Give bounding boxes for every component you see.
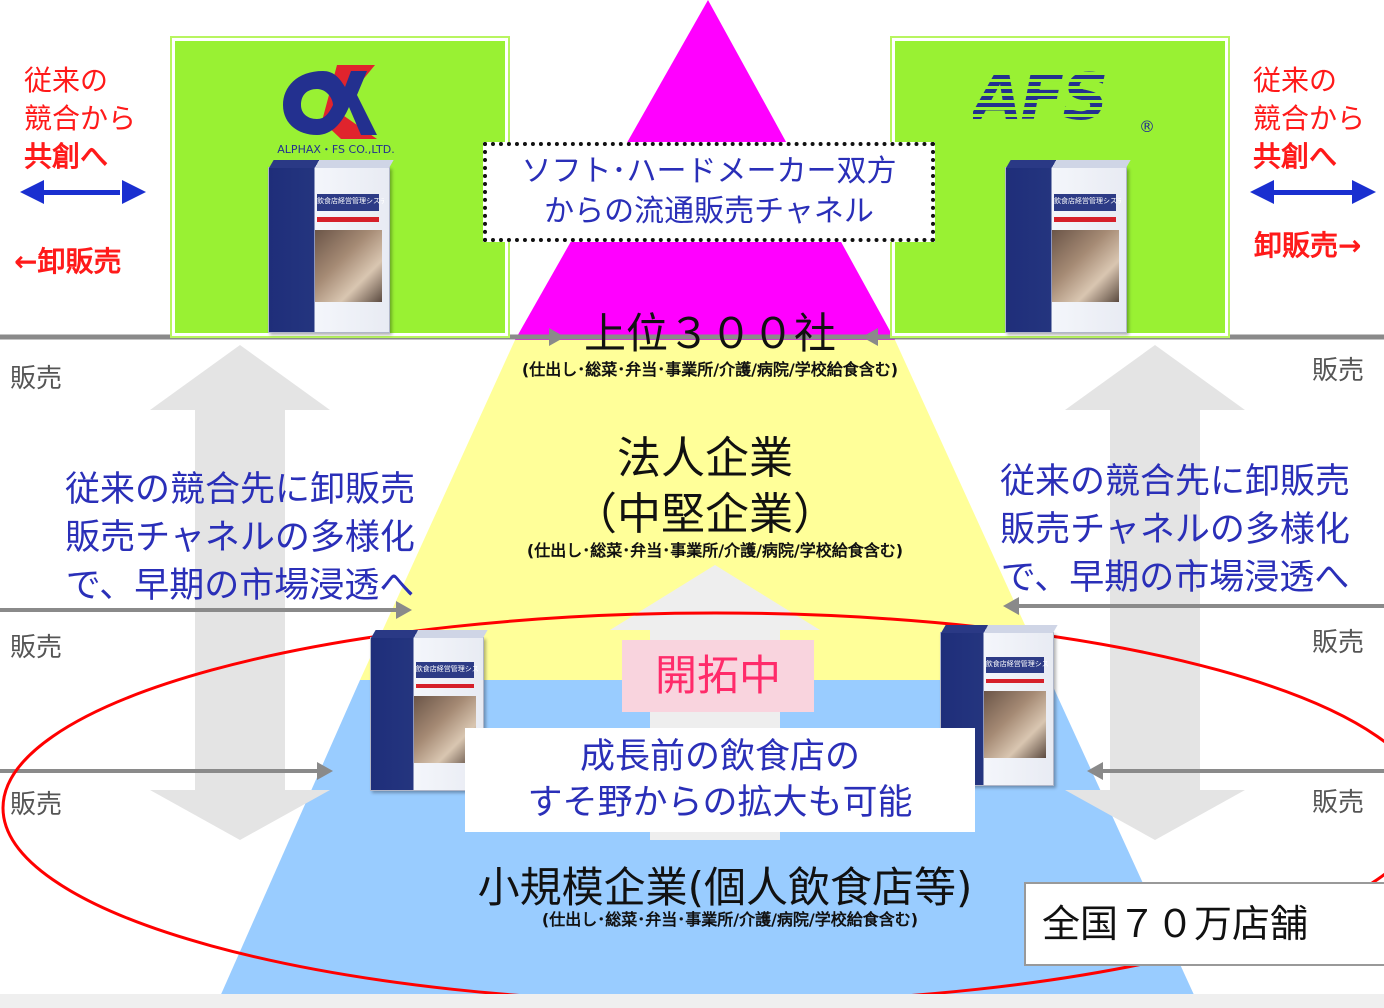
cocreation-line-2: 競合から — [1253, 102, 1366, 135]
product-box-right: 飲食店経営管理システム — [1005, 160, 1131, 333]
product-box-left: 飲食店経営管理システム — [268, 160, 394, 333]
channel-line-2: からの流通販売チャネル — [544, 194, 874, 229]
sales-line-middle-right — [1003, 597, 1384, 615]
cocreation-line-3: 共創へ — [24, 140, 109, 173]
alphax-logo-caption: ALPHAX・FS CO.,LTD. — [277, 143, 395, 156]
product-box-title: 飲食店経営管理システム — [985, 659, 1049, 668]
channel-line-1: ソフト･ハードメーカー双方 — [521, 154, 897, 189]
afs-registered-mark: ® — [1139, 117, 1155, 136]
left-channel-message: 従来の競合先に卸販売 販売チャネルの多様化 で、早期の市場浸透へ — [40, 466, 440, 610]
afs-logo-text: AFS — [973, 61, 1108, 135]
sales-label-right-2: 販売 — [1312, 628, 1365, 658]
cocreation-line-1: 従来の — [1253, 64, 1338, 97]
cocreation-line-2: 競合から — [24, 102, 137, 135]
message-line-3: で、早期の市場浸透へ — [65, 566, 415, 606]
product-box-title: 飲食店経営管理システム — [317, 196, 385, 205]
right-channel-message: 従来の競合先に卸販売 販売チャネルの多様化 で、早期の市場浸透へ — [975, 458, 1375, 602]
top-left-wholesale: ←卸販売 — [14, 245, 122, 278]
distribution-channel-box: ソフト･ハードメーカー双方 からの流通販売チャネル — [483, 142, 935, 242]
message-line-1: 従来の競合先に卸販売 — [999, 462, 1350, 502]
message-line-1: 従来の競合先に卸販売 — [64, 470, 415, 510]
tier-mid-title-2: （中堅企業） — [573, 489, 837, 540]
sales-label-right-3: 販売 — [1312, 788, 1365, 818]
right-blue-double-arrow — [1250, 180, 1376, 204]
pyramid-middle-tier — [360, 340, 1050, 680]
message-line-3: で、早期の市場浸透へ — [1000, 558, 1350, 598]
afs-logo-panel: AFS ® 飲食店経営管理システム — [892, 38, 1228, 336]
cocreation-line-1: 従来の — [24, 64, 109, 97]
product-box-title: 飲食店経営管理システム — [415, 664, 479, 673]
sales-line-bottom-left — [0, 762, 333, 780]
left-double-arrow — [150, 345, 330, 840]
sales-line-bottom-right — [1087, 762, 1384, 780]
top-left-cocreation-text: 従来の 競合から 共創へ — [24, 62, 136, 176]
top-tier-arrow-right — [862, 328, 878, 346]
developing-label: 開拓中 — [622, 640, 814, 712]
sales-label-left-3: 販売 — [10, 790, 63, 820]
sales-label-right-1: 販売 — [1312, 356, 1365, 386]
alphax-logo-panel: ALPHAX・FS CO.,LTD. 飲食店経営管理システム — [172, 38, 508, 336]
bottom-band — [0, 994, 1384, 1008]
tier-bottom-title: 小規模企業(個人飲食店等) — [477, 863, 973, 912]
top-right-cocreation-text: 従来の 競合から 共創へ — [1253, 62, 1365, 176]
cocreation-line-3: 共創へ — [1253, 140, 1338, 173]
growth-message-box: 成長前の飲食店の すそ野からの拡大も可能 — [465, 728, 975, 832]
tier-bottom-subtitle: (仕出し･総菜･弁当･事業所/介護/病院/学校給食含む) — [541, 910, 919, 929]
tier-mid-title-1: 法人企業 — [617, 433, 793, 484]
top-right-wholesale: 卸販売→ — [1254, 229, 1362, 262]
growth-line-2: すそ野からの拡大も可能 — [527, 783, 913, 823]
sales-label-left-1: 販売 — [10, 364, 63, 394]
tier-mid-subtitle: (仕出し･総菜･弁当･事業所/介護/病院/学校給食含む) — [526, 541, 904, 560]
product-box-title: 飲食店経営管理システム — [1054, 196, 1122, 205]
top-tier-arrow-left — [549, 328, 565, 346]
sales-line-middle-left — [0, 601, 412, 619]
right-double-arrow — [1065, 345, 1245, 840]
left-blue-double-arrow — [20, 180, 146, 204]
tier-top-subtitle: (仕出し･総菜･弁当･事業所/介護/病院/学校給食含む) — [521, 360, 899, 379]
sales-label-left-2: 販売 — [10, 633, 63, 663]
message-line-2: 販売チャネルの多様化 — [65, 518, 415, 558]
tier-top-title: 上位３００社 — [583, 309, 836, 358]
message-line-2: 販売チャネルの多様化 — [1000, 510, 1350, 550]
store-count-box: 全国７０万店舗 — [1024, 882, 1384, 966]
alphax-logo-icon — [277, 61, 381, 143]
growth-line-1: 成長前の飲食店の — [579, 737, 860, 777]
